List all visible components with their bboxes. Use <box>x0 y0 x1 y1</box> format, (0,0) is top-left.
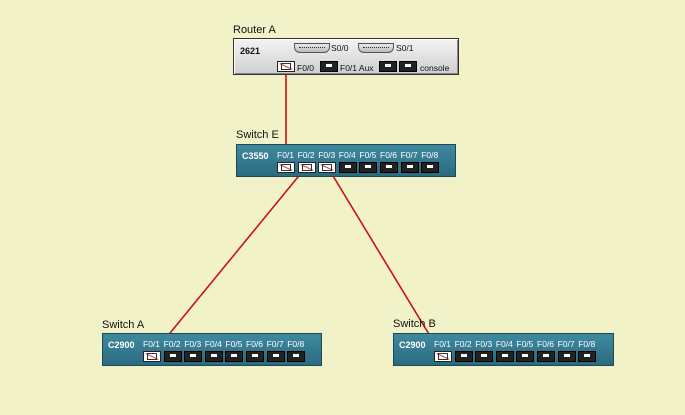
switch-a-port-3-icon[interactable] <box>184 351 203 362</box>
switch-b-port-label-7: F0/7 <box>557 339 575 349</box>
switch-e-label: Switch E <box>236 129 279 141</box>
switch-b-port-label-6: F0/6 <box>537 339 555 349</box>
switch-e-port-label-8: F0/8 <box>421 150 439 160</box>
switch-a-port-label-2: F0/2 <box>163 339 181 349</box>
router-port-aux-icon[interactable] <box>379 61 397 72</box>
switch-b-port-8-icon[interactable] <box>578 351 597 362</box>
router-port-f0-1-aux-label: F0/1 Aux <box>340 63 374 73</box>
switch-a-port-7-icon[interactable] <box>266 351 285 362</box>
switch-b-port-1-icon[interactable] <box>434 351 452 362</box>
switch-a-port-label-8: F0/8 <box>287 339 305 349</box>
switch-a-port-5-icon[interactable] <box>225 351 244 362</box>
switch-e-port-1-icon[interactable] <box>277 162 295 173</box>
switch-b-port-2-icon[interactable] <box>454 351 473 362</box>
switch-b-label: Switch B <box>393 318 436 330</box>
switch-b-port-5-icon[interactable] <box>516 351 535 362</box>
switch-e-port-label-1: F0/1 <box>277 150 295 160</box>
serial-port-s0-1-icon[interactable] <box>358 43 394 53</box>
switch-b-port-label-1: F0/1 <box>434 339 452 349</box>
cable-switch-e-to-switch-b[interactable] <box>326 165 442 355</box>
switch-e-port-6-icon[interactable] <box>380 162 398 173</box>
switch-a-port-label-4: F0/4 <box>204 339 222 349</box>
switch-e-port-4-icon[interactable] <box>338 162 357 173</box>
serial-port-s0-1-label: S0/1 <box>396 43 414 53</box>
switch-e-port-2-icon[interactable] <box>297 162 316 173</box>
switch-a-port-label-5: F0/5 <box>225 339 243 349</box>
router-model: 2621 <box>240 46 261 56</box>
switch-b-port-3-icon[interactable] <box>475 351 494 362</box>
switch-b-port-6-icon[interactable] <box>537 351 555 362</box>
switch-b-port-label-2: F0/2 <box>454 339 472 349</box>
serial-port-s0-0-label: S0/0 <box>331 43 349 53</box>
switch-e-port-label-2: F0/2 <box>297 150 315 160</box>
switch-a-port-4-icon[interactable] <box>204 351 223 362</box>
switch-b-port-label-8: F0/8 <box>578 339 596 349</box>
switch-e-port-label-6: F0/6 <box>380 150 398 160</box>
switch-a-port-label-3: F0/3 <box>184 339 202 349</box>
switch-b-port-label-4: F0/4 <box>495 339 513 349</box>
switch-e-port-label-7: F0/7 <box>400 150 418 160</box>
switch-a-port-label-6: F0/6 <box>246 339 264 349</box>
switch-e-port-5-icon[interactable] <box>359 162 378 173</box>
switch-a-port-8-icon[interactable] <box>287 351 306 362</box>
router-port-f0-0-label: F0/0 <box>297 63 315 73</box>
switch-a-label: Switch A <box>102 319 145 331</box>
switch-e-port-label-5: F0/5 <box>359 150 377 160</box>
switch-e-port-7-icon[interactable] <box>400 162 419 173</box>
switch-e-port-3-icon[interactable] <box>318 162 337 173</box>
router-port-f0-0-icon[interactable] <box>277 61 295 72</box>
switch-e-model: C3550 <box>242 151 269 161</box>
router-port-f0-1-icon[interactable] <box>320 61 338 72</box>
switch-b-port-4-icon[interactable] <box>495 351 514 362</box>
router-console-label: console <box>420 63 450 73</box>
switch-a-port-2-icon[interactable] <box>163 351 182 362</box>
router-a[interactable]: 2621 S0/0 S0/1 F0/0 F0/1 Aux console <box>233 38 459 75</box>
switch-b-port-7-icon[interactable] <box>557 351 576 362</box>
switch-a-port-1-icon[interactable] <box>143 351 161 362</box>
router-a-label: Router A <box>233 24 276 36</box>
router-port-console-icon[interactable] <box>399 61 417 72</box>
switch-e-port-label-4: F0/4 <box>338 150 356 160</box>
switch-a-port-6-icon[interactable] <box>246 351 264 362</box>
cable-switch-e-to-switch-a[interactable] <box>151 165 308 356</box>
switch-e-port-label-3: F0/3 <box>318 150 336 160</box>
switch-e-port-8-icon[interactable] <box>421 162 440 173</box>
switch-b-port-label-3: F0/3 <box>475 339 493 349</box>
serial-port-s0-0-icon[interactable] <box>294 43 330 53</box>
switch-a-model: C2900 <box>108 340 135 350</box>
switch-a-port-label-1: F0/1 <box>143 339 161 349</box>
switch-a-port-label-7: F0/7 <box>266 339 284 349</box>
switch-b-model: C2900 <box>399 340 426 350</box>
switch-b-port-label-5: F0/5 <box>516 339 534 349</box>
